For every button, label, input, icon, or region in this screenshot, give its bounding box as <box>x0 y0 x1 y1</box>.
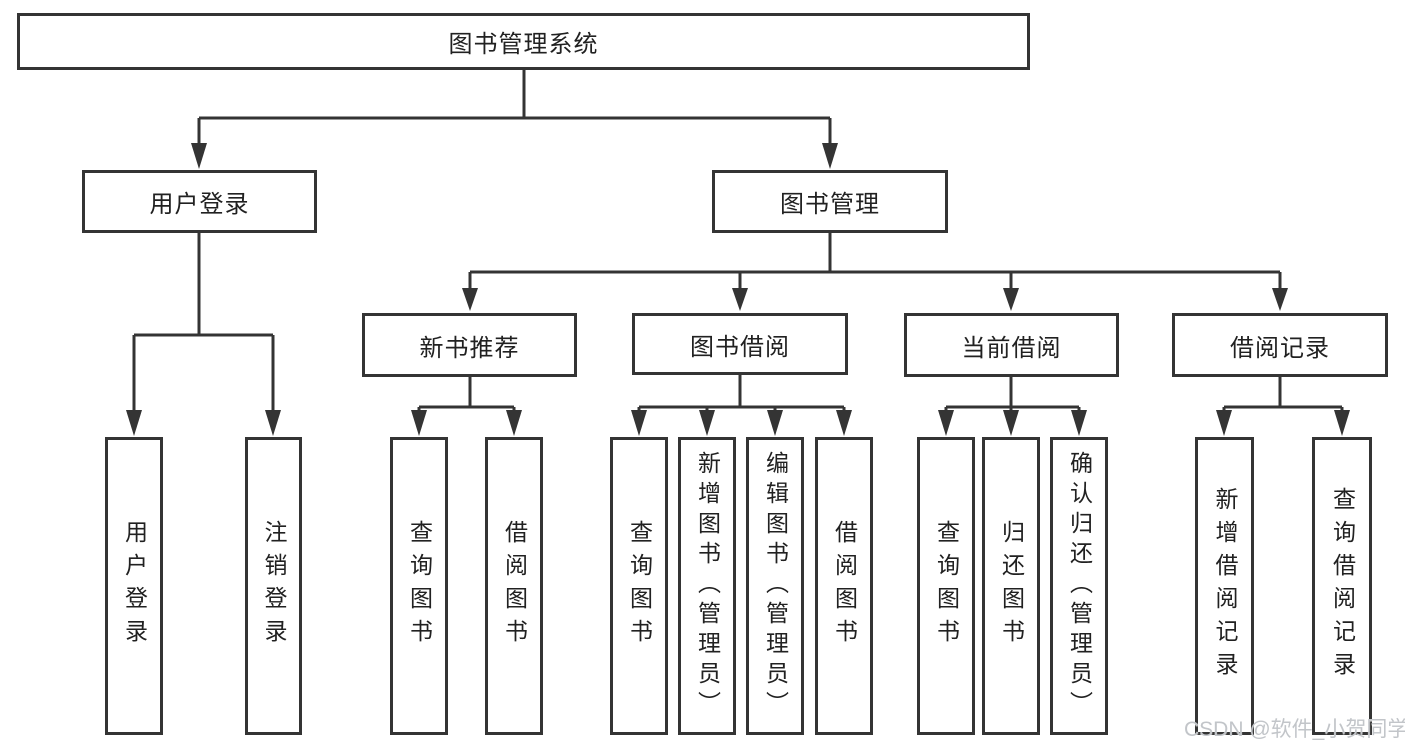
node-book-borrowing: 图书借阅 <box>632 313 848 375</box>
arrow-icon <box>822 143 838 169</box>
connector-bookmgmt-to-level3 <box>468 233 1282 290</box>
arrow-icon <box>1334 410 1350 436</box>
leaf-query-books-3: 查询图书 <box>917 437 975 735</box>
arrow-icon <box>1003 288 1019 311</box>
leaf-query-books-1: 查询图书 <box>390 437 448 735</box>
arrow-icon <box>265 410 281 436</box>
node-book-borrowing-label: 图书借阅 <box>690 333 790 361</box>
leaf-confirm-return-admin-label: 确认归还（管理员） <box>1066 451 1093 721</box>
connector-userlogin-to-leaves <box>132 233 275 412</box>
leaf-edit-book-admin: 编辑图书（管理员） <box>746 437 804 735</box>
csdn-watermark: CSDN @软件_小贺同学 <box>1184 718 1405 741</box>
arrow-icon <box>1003 410 1019 436</box>
leaf-add-borrow-record: 新增借阅记录 <box>1195 437 1254 735</box>
arrow-icon <box>462 288 478 311</box>
node-current-borrowing: 当前借阅 <box>904 313 1119 377</box>
leaf-edit-book-admin-label: 编辑图书（管理员） <box>762 451 789 721</box>
node-book-management: 图书管理 <box>712 170 948 233</box>
leaf-query-borrow-record-label: 查询借阅记录 <box>1329 487 1356 685</box>
node-current-borrowing-label: 当前借阅 <box>961 334 1062 362</box>
leaf-borrow-books-2: 借阅图书 <box>815 437 873 735</box>
leaf-logout: 注销登录 <box>245 437 302 735</box>
arrow-icon <box>732 288 748 311</box>
leaf-user-login: 用户登录 <box>105 437 163 735</box>
leaf-query-borrow-record: 查询借阅记录 <box>1312 437 1372 735</box>
leaf-borrow-books-1-label: 借阅图书 <box>501 520 528 652</box>
arrow-icon <box>411 410 427 436</box>
arrow-icon <box>767 410 783 436</box>
arrow-icon <box>506 410 522 436</box>
leaf-borrow-books-2-label: 借阅图书 <box>831 520 858 652</box>
leaf-return-books: 归还图书 <box>982 437 1040 735</box>
node-new-book-recommend-label: 新书推荐 <box>419 334 520 362</box>
arrow-icon <box>191 143 207 169</box>
leaf-add-book-admin-label: 新增图书（管理员） <box>694 451 721 721</box>
arrow-icon <box>126 410 142 436</box>
connector-current-to-leaves <box>944 377 1081 412</box>
leaf-add-borrow-record-label: 新增借阅记录 <box>1212 487 1238 685</box>
node-book-management-label: 图书管理 <box>780 191 880 218</box>
connector-root-to-level2 <box>197 70 832 145</box>
leaf-confirm-return-admin: 确认归还（管理员） <box>1050 437 1108 735</box>
arrow-icon <box>1272 288 1288 311</box>
node-user-login: 用户登录 <box>82 170 317 233</box>
node-user-login-label: 用户登录 <box>149 191 250 218</box>
leaf-add-book-admin: 新增图书（管理员） <box>678 437 736 735</box>
node-new-book-recommend: 新书推荐 <box>362 313 577 377</box>
node-root-system: 图书管理系统 <box>17 13 1030 70</box>
arrow-icon <box>836 410 852 436</box>
connector-borrowing-to-leaves <box>637 375 846 412</box>
arrow-icon <box>938 410 954 436</box>
node-root-label: 图书管理系统 <box>448 31 599 58</box>
arrow-icon <box>631 410 647 436</box>
arrow-icon <box>1071 410 1087 436</box>
arrow-icon <box>699 410 715 436</box>
arrow-icon <box>1216 410 1232 436</box>
leaf-query-books-2-label: 查询图书 <box>626 520 653 652</box>
leaf-user-login-label: 用户登录 <box>121 520 148 652</box>
node-borrow-records: 借阅记录 <box>1172 313 1388 377</box>
arrowheads <box>126 143 1350 436</box>
leaf-logout-label: 注销登录 <box>261 520 287 652</box>
node-borrow-records-label: 借阅记录 <box>1230 334 1330 362</box>
leaf-query-books-2: 查询图书 <box>610 437 668 735</box>
leaf-query-books-1-label: 查询图书 <box>406 520 433 652</box>
leaf-query-books-3-label: 查询图书 <box>933 520 960 652</box>
connector-records-to-leaves <box>1222 377 1344 412</box>
connector-newbook-to-leaves <box>417 377 516 412</box>
leaf-borrow-books-1: 借阅图书 <box>485 437 543 735</box>
leaf-return-books-label: 归还图书 <box>998 520 1025 652</box>
